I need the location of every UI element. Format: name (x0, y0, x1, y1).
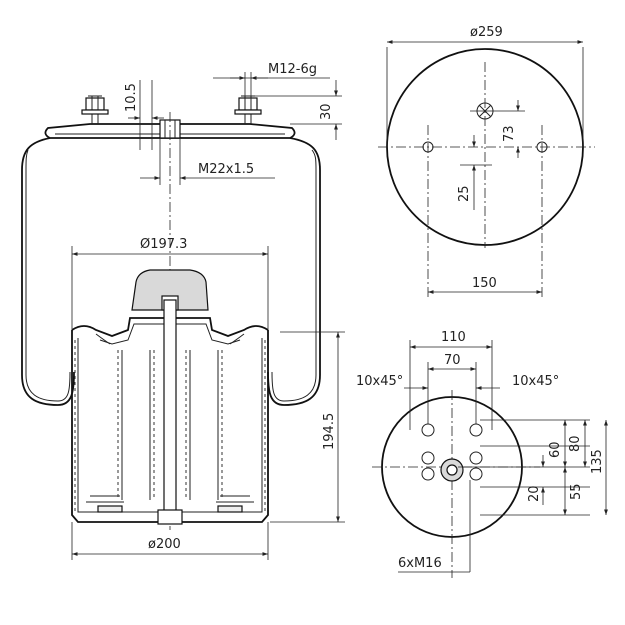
bolt-hole (469, 451, 483, 465)
bolt-hole (469, 467, 483, 481)
side-view: M12-6g 10.5 30 M22x1.5 Ø197.3 194.5 (21, 62, 345, 560)
label-chamfer-left: 10x45° (356, 374, 403, 389)
bolt-hole (421, 467, 435, 481)
label-dim-55: 55 (569, 483, 584, 500)
label-thread-mid: M22x1.5 (198, 162, 254, 177)
bolt-hole (469, 423, 483, 437)
label-dim-70: 70 (444, 353, 461, 368)
label-dia-259: ø259 (470, 25, 503, 40)
label-dim-10-5: 10.5 (124, 83, 139, 112)
bolt-hole (421, 423, 435, 437)
stud-left (81, 95, 109, 124)
label-dim-150: 150 (472, 276, 497, 291)
label-dim-135: 135 (590, 449, 605, 474)
label-dia-200: ø200 (148, 537, 181, 552)
label-dim-80: 80 (568, 435, 583, 452)
label-thread-top: M12-6g (268, 62, 317, 77)
top-view: ø259 73 25 150 (378, 25, 595, 298)
bolt-hole (421, 451, 435, 465)
bumper (131, 269, 209, 311)
bellows (21, 137, 321, 406)
label-chamfer-right: 10x45° (512, 374, 559, 389)
label-dim-194-5: 194.5 (322, 413, 337, 450)
label-dim-25: 25 (457, 185, 472, 202)
label-holes: 6xM16 (398, 556, 442, 571)
label-dia-197-3: Ø197.3 (140, 237, 187, 252)
stud-right (234, 95, 262, 124)
label-dim-73: 73 (502, 125, 517, 142)
bottom-view: 110 70 10x45° 10x45° 60 80 135 20 (356, 330, 608, 578)
label-dim-30: 30 (319, 103, 334, 120)
label-dim-60: 60 (548, 441, 563, 458)
label-dim-20: 20 (527, 485, 542, 502)
label-dim-110: 110 (441, 330, 466, 345)
